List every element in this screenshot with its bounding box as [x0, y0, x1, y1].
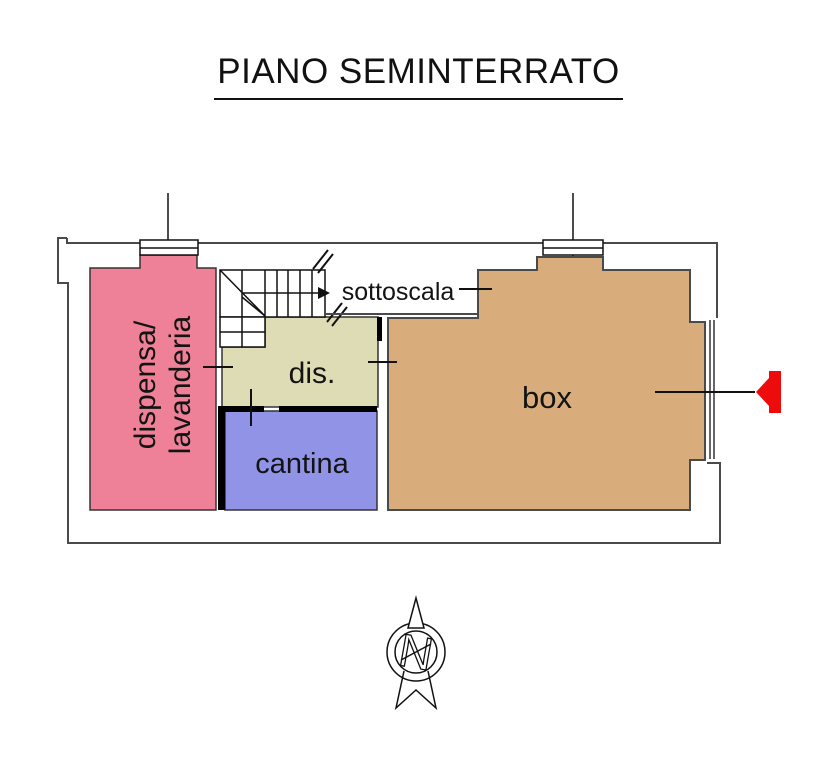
room-dis: dis. [221, 316, 382, 408]
cantina-left-wall [218, 406, 225, 510]
compass-north-spike [407, 595, 425, 629]
window-right [542, 239, 604, 256]
room-label-box: box [522, 380, 572, 415]
break-mark [326, 302, 343, 323]
break-mark [317, 253, 334, 274]
north-compass: N [386, 595, 446, 711]
cantina-top-wall-left [218, 406, 264, 412]
stair-break-diagonal [219, 269, 266, 317]
building-outline-left-bottom [57, 237, 721, 544]
room-box: box [387, 256, 706, 511]
room-label-dispensa-line1: dispensa/ [129, 320, 162, 449]
stair-direction-arrowhead [318, 287, 330, 299]
room-label-dispensa-line2: lavanderia [164, 315, 197, 454]
entrance-arrow [655, 371, 781, 413]
room-cantina: cantina [218, 406, 378, 511]
compass-letter: N [395, 624, 437, 681]
room-dispensa-shape [89, 254, 217, 511]
stair-break-marks [312, 249, 348, 327]
label-sottoscala: sottoscala [342, 278, 455, 306]
window-left [139, 239, 199, 256]
room-dispensa-lavanderia: dispensa/ lavanderia [89, 254, 217, 511]
title-wrap: PIANO SEMINTERRATO [0, 52, 837, 100]
room-box-shape [387, 256, 706, 511]
page-title: PIANO SEMINTERRATO [214, 52, 623, 100]
stair-break-diagonal [241, 296, 266, 317]
room-label-cantina: cantina [255, 448, 349, 480]
dis-right-wall [377, 317, 382, 341]
room-label-dis: dis. [289, 357, 336, 390]
compass-inner-circle [394, 630, 438, 674]
break-mark [331, 306, 348, 327]
garage-door [709, 320, 715, 459]
cantina-top-wall-right [279, 406, 377, 412]
building-outline-top-right [66, 238, 718, 318]
sottoscala-corridor: sottoscala [325, 278, 492, 315]
staircase [219, 249, 348, 348]
entrance-arrow-glyph [756, 371, 781, 413]
compass-needle [400, 643, 432, 661]
break-mark [312, 249, 329, 270]
compass-legs [394, 670, 438, 711]
door-ticks [203, 361, 397, 426]
